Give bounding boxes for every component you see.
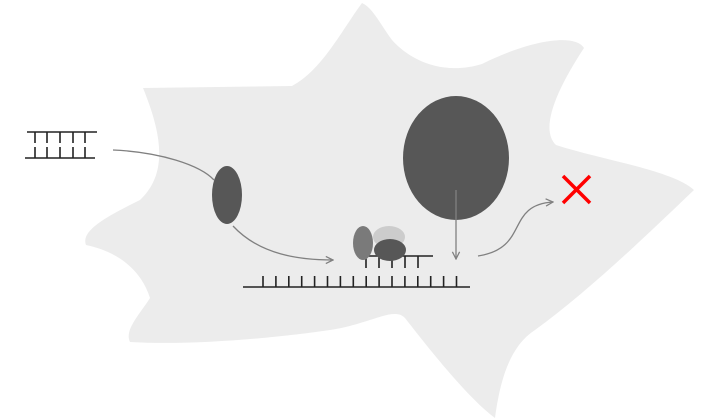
outcome-arrow: [477, 202, 553, 257]
ribosome-dark-subunit: [374, 239, 406, 261]
ribosome-small-subunit: [353, 226, 373, 260]
membrane-receptor: [212, 166, 242, 224]
entry-arrow: [112, 149, 215, 181]
long-strand: [243, 276, 470, 288]
ribosome-complex: [353, 226, 406, 261]
x-mark-icon: [561, 174, 592, 205]
double-strand-molecule: [25, 131, 97, 159]
delivery-arrow: [232, 225, 333, 260]
nucleus: [403, 96, 509, 220]
cell-body: [85, 3, 695, 418]
